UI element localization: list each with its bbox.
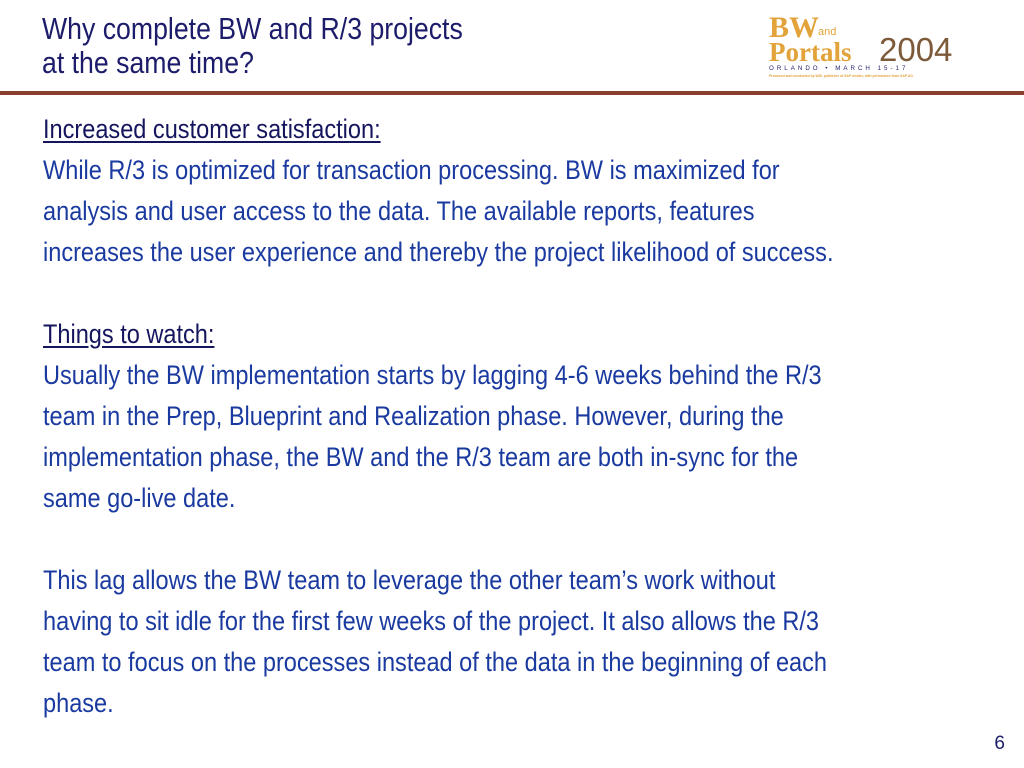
slide-body: Increased customer satisfaction: While R… [43, 109, 976, 724]
paragraph-spacer [43, 273, 976, 314]
slide-title: Why complete BW and R/3 projects at the … [42, 12, 644, 80]
satisfaction-line-2: analysis and user access to the data. Th… [43, 196, 755, 226]
header-divider [0, 91, 1024, 95]
watch-line-1: Usually the BW implementation starts by … [43, 360, 822, 390]
watch-line-2: team in the Prep, Blueprint and Realizat… [43, 401, 784, 431]
watch-line-3: implementation phase, the BW and the R/3… [43, 442, 799, 472]
lag-line-2: having to sit idle for the first few wee… [43, 606, 820, 636]
logo-portals-text: Portals [769, 37, 851, 67]
satisfaction-line-3: increases the user experience and thereb… [43, 237, 834, 267]
watch-heading: Things to watch: [43, 319, 215, 349]
logo-credit-text: Produced and conducted by WIS, publisher… [769, 74, 913, 78]
satisfaction-line-1: While R/3 is optimized for transaction p… [43, 155, 780, 185]
watch-line-4: same go-live date. [43, 483, 236, 513]
lag-line-1: This lag allows the BW team to leverage … [43, 565, 776, 595]
lag-line-3: team to focus on the processes instead o… [43, 647, 828, 677]
page-number: 6 [994, 733, 1005, 754]
satisfaction-heading: Increased customer satisfaction: [43, 114, 381, 144]
slide-title-line-2: at the same time? [42, 45, 254, 80]
slide-title-line-1: Why complete BW and R/3 projects [42, 11, 463, 46]
logo-and-text: and [818, 26, 836, 38]
logo-bw-text: BW [769, 11, 819, 44]
conference-logo: BW and Portals 2004 ORLANDO • MARCH 15-1… [768, 10, 990, 80]
lag-line-4: phase. [43, 688, 114, 718]
logo-year-text: 2004 [879, 31, 952, 68]
logo-location-text: ORLANDO • MARCH 15-17 [769, 65, 908, 72]
paragraph-spacer [43, 519, 976, 560]
